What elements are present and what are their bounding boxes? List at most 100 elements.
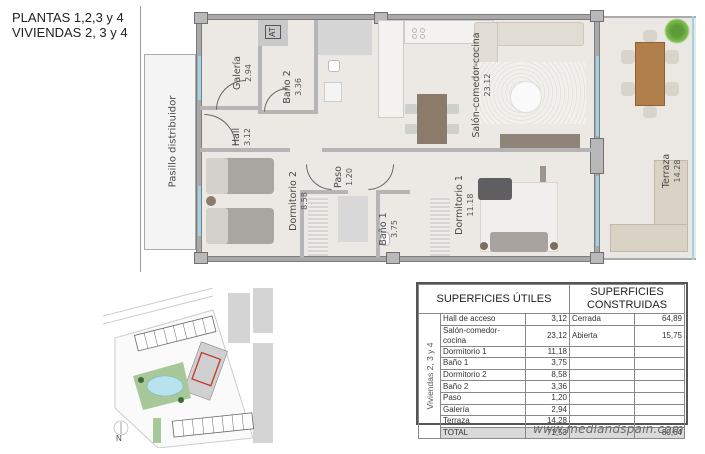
- blanket: [478, 178, 512, 200]
- total-c-label: [569, 426, 635, 440]
- row-label: Salón-comedor-cocina: [440, 324, 526, 347]
- corridor-area: [144, 54, 196, 250]
- header-construidas: SUPERFICIES CONSTRUIDAS: [569, 284, 685, 314]
- row-label: Baño 2: [440, 380, 526, 393]
- terrace-chair: [665, 50, 679, 64]
- north-label: N: [116, 434, 122, 443]
- table-row: Paso 1,20: [419, 391, 685, 405]
- wall-dorm2-right: [300, 190, 304, 258]
- row-c-label: [569, 368, 635, 382]
- row-label: Terraza: [440, 415, 526, 428]
- table-row: Dormitorio 1 11,18: [419, 345, 685, 359]
- pillar: [194, 12, 208, 24]
- row-value: 8,58: [525, 368, 570, 382]
- dining-table: [417, 94, 447, 144]
- row-value: 3,36: [525, 380, 570, 393]
- tv-unit: [500, 134, 580, 148]
- floor-plan: Pasillo distribuidor AT: [140, 6, 700, 272]
- terrace-sofa-horizontal: [610, 224, 688, 252]
- plan-title: PLANTAS 1,2,3 y 4 VIVIENDAS 2, 3 y 4: [12, 10, 128, 40]
- pillow: [206, 158, 228, 194]
- side-label-cell: Viviendas 2, 3 y 4: [418, 312, 441, 440]
- row-label: Hall de acceso: [440, 313, 526, 326]
- row-value: 3,75: [525, 357, 570, 370]
- closet: [308, 196, 328, 256]
- row-c-label: [569, 403, 635, 417]
- nightstand-lamp: [480, 242, 488, 250]
- row-c-value: 64,89: [634, 313, 685, 326]
- wall-bano1-right: [376, 190, 380, 258]
- row-c-value: [634, 391, 685, 405]
- table-total-row: TOTAL 71,53 80,64: [419, 426, 685, 440]
- pillar: [590, 252, 604, 264]
- table-row: Dormitorio 2 8,58: [419, 368, 685, 382]
- pillow: [206, 208, 228, 244]
- row-label: Paso: [440, 391, 526, 405]
- site-plan: N: [102, 287, 273, 449]
- wall-dorm1-corner: [380, 190, 410, 194]
- pillar: [590, 138, 604, 174]
- row-value: 2,94: [525, 403, 570, 417]
- cooktop-icon: [410, 26, 430, 40]
- at-area: [258, 20, 288, 46]
- headboard: [490, 232, 548, 252]
- bano1-shower: [338, 196, 368, 242]
- pillar: [194, 252, 208, 264]
- row-c-value: [634, 403, 685, 417]
- toilet-icon: [380, 232, 390, 246]
- total-c-value: 80,64: [634, 426, 685, 440]
- window-galeria: [198, 56, 201, 100]
- watermark: www.medlandspain.com: [533, 422, 684, 436]
- row-c-label: Cerrada: [569, 313, 635, 326]
- header-utiles: SUPERFICIES ÚTILES: [418, 284, 570, 314]
- wall-bano2-bottom: [258, 110, 318, 114]
- row-label: Baño 1: [440, 357, 526, 370]
- row-c-label: [569, 391, 635, 405]
- row-label: Galería: [440, 403, 526, 417]
- row-c-value: 15,75: [634, 324, 685, 347]
- row-label: Dormitorio 2: [440, 368, 526, 382]
- dining-chair: [405, 104, 417, 114]
- terrace-chair: [621, 82, 635, 96]
- terrace-chair: [643, 30, 657, 42]
- row-value: 1,20: [525, 391, 570, 405]
- wall-bano2-right: [314, 20, 318, 114]
- row-c-label: [569, 380, 635, 393]
- corridor-label: Pasillo distribuidor: [167, 95, 179, 188]
- row-c-label: Abierta: [569, 324, 635, 347]
- table-row: Baño 1 3,75: [419, 357, 685, 370]
- plant-icon: [664, 18, 690, 44]
- total-label: TOTAL: [440, 426, 526, 440]
- terrace-edge-top: [600, 16, 696, 18]
- table-header-row: SUPERFICIES ÚTILES SUPERFICIES CONSTRUID…: [418, 284, 685, 314]
- terrace-chair: [643, 106, 657, 118]
- pillar: [590, 10, 604, 22]
- window-dorm2: [198, 186, 201, 236]
- closet: [430, 196, 450, 256]
- areas-table: SUPERFICIES ÚTILES SUPERFICIES CONSTRUID…: [418, 284, 685, 440]
- window-salon: [596, 56, 599, 136]
- wall-bano2-left: [258, 20, 262, 114]
- dining-chair: [405, 124, 417, 134]
- row-value: 23,12: [525, 324, 570, 347]
- table-row: Galería 2,94: [419, 403, 685, 417]
- toilet-icon: [328, 60, 340, 72]
- terrace-railing: [692, 16, 694, 260]
- terrace-chair: [621, 50, 635, 64]
- row-value: 11,18: [525, 345, 570, 359]
- terrace-chair: [665, 82, 679, 96]
- wall-paso-bottom: [300, 190, 348, 194]
- dining-chair: [447, 104, 459, 114]
- nightstand-lamp: [550, 242, 558, 250]
- terrace-edge-bottom: [600, 258, 696, 260]
- pillar: [386, 252, 400, 264]
- row-c-label: [569, 357, 635, 370]
- row-label: Dormitorio 1: [440, 345, 526, 359]
